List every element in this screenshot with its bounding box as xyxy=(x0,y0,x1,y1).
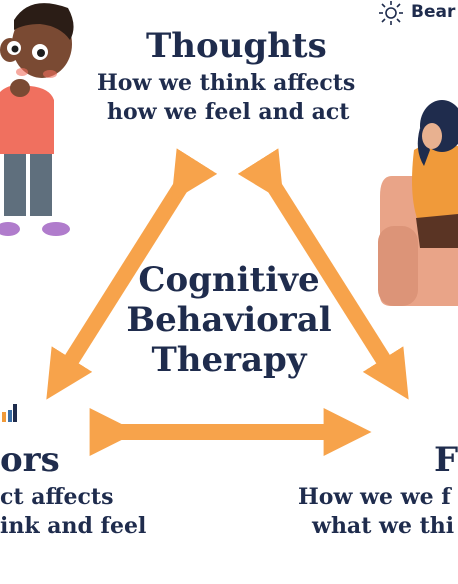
arrow-thoughts-behaviors xyxy=(46,148,218,400)
thoughts-desc-line2: how we feel and act xyxy=(107,99,350,125)
brand-name: Bear xyxy=(411,2,456,22)
center-line-2: Behavioral xyxy=(126,300,332,340)
behaviors-title: ors xyxy=(0,440,60,480)
feelings-desc-line2: what we thi xyxy=(312,513,455,539)
arrow-thoughts-feelings xyxy=(237,148,409,400)
thoughts-title: Thoughts xyxy=(146,26,327,66)
behaviors-desc-line2: ink and feel xyxy=(0,513,147,539)
center-title: Cognitive Behavioral Therapy xyxy=(110,260,348,380)
center-line-1: Cognitive xyxy=(138,260,320,300)
feelings-title: F xyxy=(434,440,458,480)
behaviors-desc-line1: ct affects xyxy=(0,484,114,510)
center-line-3: Therapy xyxy=(151,340,307,380)
thoughts-desc-line1: How we think affects xyxy=(97,70,356,96)
feelings-desc-line1: How we we f xyxy=(298,484,451,510)
